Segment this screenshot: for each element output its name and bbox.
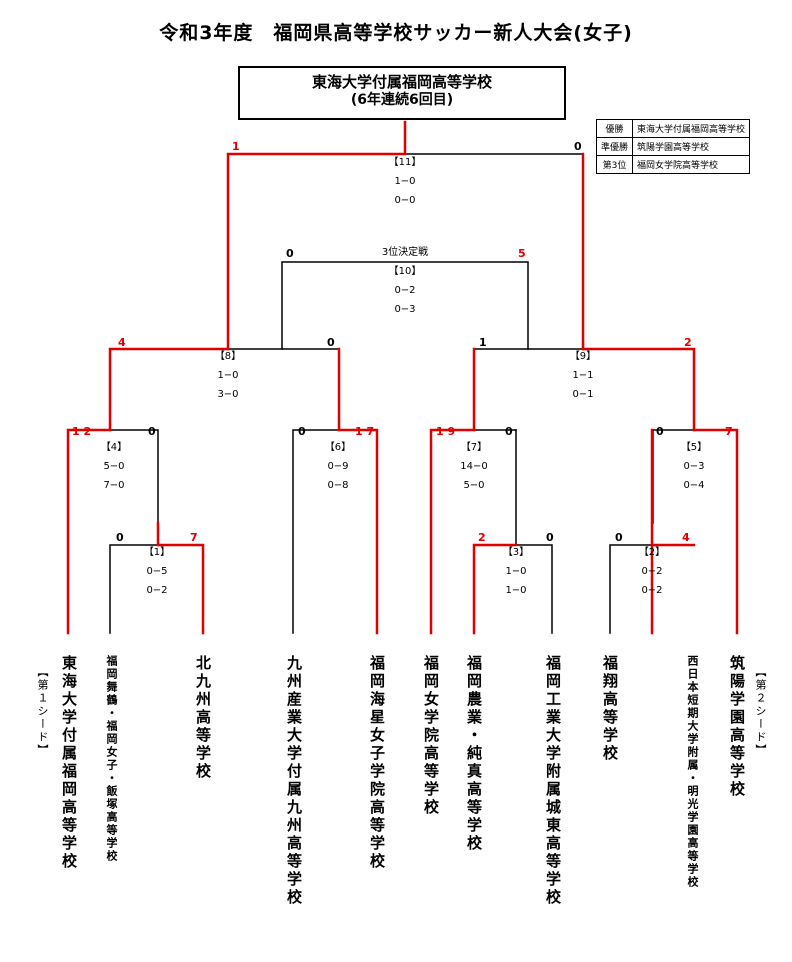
team-nishinihon-meiko: 西日本短期大学附属・明光学園高等学校 xyxy=(686,655,699,889)
match-10-left-score: 0 xyxy=(286,247,294,260)
team-tokai-fukuoka: 東海大学付属福岡高等学校 xyxy=(60,655,78,871)
match-half-1-score: 14−0 xyxy=(460,461,488,472)
first-seed-label: 【第１シード】 xyxy=(36,666,49,757)
match-number: 【9】 xyxy=(569,351,597,362)
team-fukuoka-jogakuin: 福岡女学院高等学校 xyxy=(422,655,440,817)
results-row-third: 第3位 福岡女学院高等学校 xyxy=(595,155,751,174)
match-number: 【4】 xyxy=(100,442,128,453)
match-half-1-score: 0−9 xyxy=(327,461,349,472)
match-half-2-score: 0−2 xyxy=(641,585,663,596)
match-half-2-score: 0−2 xyxy=(146,585,168,596)
match-half-1-score: 1−0 xyxy=(394,176,416,187)
match-7-right-score: 0 xyxy=(505,425,513,438)
match-8-right-score: 0 xyxy=(327,336,335,349)
page-title: 令和3年度 福岡県高等学校サッカー新人大会(女子) xyxy=(159,22,633,44)
match-half-1-score: 0−2 xyxy=(394,285,416,296)
match-2-left-score: 0 xyxy=(615,531,623,544)
team-kyusan-kyushu: 九州産業大学付属九州高等学校 xyxy=(285,655,303,907)
match-4-left-score: 1 2 xyxy=(72,425,92,438)
match-8-label: 【8】 1−0 3−0 xyxy=(198,347,258,404)
match-half-1-score: 1−0 xyxy=(505,566,527,577)
champion-name: 東海大学付属福岡高等学校 xyxy=(311,73,492,91)
match-half-2-score: 0−4 xyxy=(683,480,705,491)
match-half-1-score: 0−3 xyxy=(683,461,705,472)
match-7-label: 【7】 14−0 5−0 xyxy=(444,438,504,495)
team-kitakyushu: 北九州高等学校 xyxy=(194,655,212,781)
team-chikuyo-gakuen: 筑陽学園高等学校 xyxy=(728,655,746,799)
match-half-2-score: 0−8 xyxy=(327,480,349,491)
match-number: 【11】 xyxy=(388,157,422,168)
team-fukuoka-kaisei: 福岡海星女子学院高等学校 xyxy=(368,655,386,871)
match-half-2-score: 0−1 xyxy=(572,389,594,400)
match-9-right-score: 2 xyxy=(684,336,692,349)
match-5-left-score: 0 xyxy=(656,425,664,438)
match-1-right-score: 7 xyxy=(190,531,198,544)
team-fukusho: 福翔高等学校 xyxy=(601,655,619,763)
team-fukuoka-kodai-joto: 福岡工業大学附属城東高等学校 xyxy=(544,655,562,907)
match-number: 【6】 xyxy=(324,442,352,453)
match-3-left-score: 2 xyxy=(478,531,486,544)
match-half-2-score: 0−3 xyxy=(394,304,416,315)
match-3-right-score: 0 xyxy=(546,531,554,544)
champion-record: (6年連続6回目) xyxy=(350,92,454,108)
match-number: 【1】 xyxy=(143,547,171,558)
match-2-right-score: 4 xyxy=(682,531,690,544)
third-place-label: 3位決定戦 xyxy=(381,247,429,258)
match-half-1-score: 1−0 xyxy=(217,370,239,381)
match-2-label: 【2】 0−2 0−2 xyxy=(622,543,682,600)
match-3-label: 【3】 1−0 1−0 xyxy=(486,543,546,600)
team-maizuru-joshi-iizuka: 福岡舞鶴・福岡女子・飯塚高等学校 xyxy=(105,655,118,863)
match-9-left-score: 1 xyxy=(479,336,487,349)
match-half-2-score: 5−0 xyxy=(463,480,485,491)
match-number: 【7】 xyxy=(460,442,488,453)
match-6-label: 【6】 0−9 0−8 xyxy=(308,438,368,495)
match-half-2-score: 1−0 xyxy=(505,585,527,596)
champion-box: 東海大学付属福岡高等学校 (6年連続6回目) xyxy=(238,66,566,120)
match-half-1-score: 0−2 xyxy=(641,566,663,577)
match-6-right-score: 1 7 xyxy=(355,425,375,438)
match-9-label: 【9】 1−1 0−1 xyxy=(553,347,613,404)
match-half-1-score: 1−1 xyxy=(572,370,594,381)
match-4-right-score: 0 xyxy=(148,425,156,438)
match-1-label: 【1】 0−5 0−2 xyxy=(127,543,187,600)
match-8-left-score: 4 xyxy=(118,336,126,349)
match-number: 【3】 xyxy=(502,547,530,558)
match-7-left-score: 1 9 xyxy=(436,425,456,438)
results-table: 優勝 東海大学付属福岡高等学校 準優勝 筑陽学園高等学校 第3位 福岡女学院高等… xyxy=(595,119,751,174)
results-team: 福岡女学院高等学校 xyxy=(632,155,751,174)
match-number: 【8】 xyxy=(214,351,242,362)
match-10-right-score: 5 xyxy=(518,247,526,260)
results-rank: 第3位 xyxy=(595,155,634,174)
match-half-1-score: 0−5 xyxy=(146,566,168,577)
match-1-left-score: 0 xyxy=(116,531,124,544)
match-5-label: 【5】 0−3 0−4 xyxy=(664,438,724,495)
team-nogyo-junshin: 福岡農業・純真高等学校 xyxy=(465,655,483,853)
match-number: 【10】 xyxy=(388,266,422,277)
match-11-label: 【11】 1−0 0−0 xyxy=(375,153,435,210)
match-4-label: 【4】 5−0 7−0 xyxy=(84,438,144,495)
results-row-winner: 優勝 東海大学付属福岡高等学校 xyxy=(595,119,751,138)
match-10-label: 3位決定戦 【10】 0−2 0−3 xyxy=(375,243,435,319)
match-11-right-score: 0 xyxy=(574,140,582,153)
match-half-1-score: 5−0 xyxy=(103,461,125,472)
match-6-left-score: 0 xyxy=(298,425,306,438)
match-11-left-score: 1 xyxy=(232,140,240,153)
match-number: 【2】 xyxy=(638,547,666,558)
second-seed-label: 【第２シード】 xyxy=(754,666,767,757)
match-half-2-score: 0−0 xyxy=(394,195,416,206)
match-half-2-score: 3−0 xyxy=(217,389,239,400)
match-5-right-score: 7 xyxy=(725,425,733,438)
match-number: 【5】 xyxy=(680,442,708,453)
match-half-2-score: 7−0 xyxy=(103,480,125,491)
